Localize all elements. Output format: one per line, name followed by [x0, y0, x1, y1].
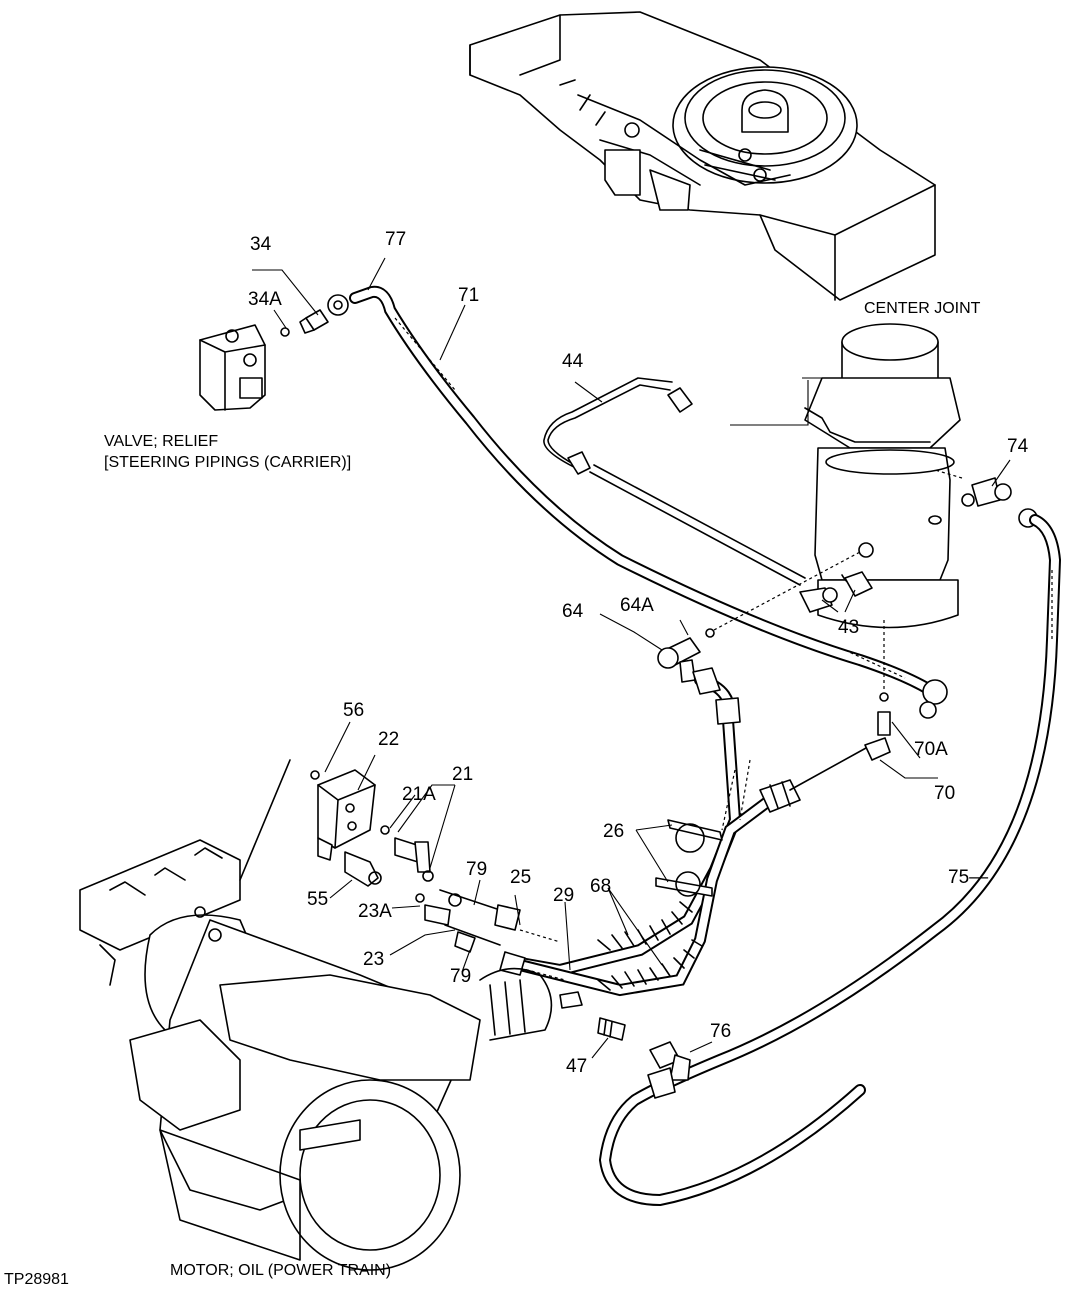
leader-44-center-joint [730, 377, 830, 426]
hose-guard-68 [519, 759, 751, 991]
callout-75: 75— [948, 867, 989, 888]
callout-74: 74 [1007, 436, 1029, 457]
plug-55 [344, 851, 379, 887]
callout-77: 77 [385, 229, 407, 250]
callout-34A: 34A [248, 289, 282, 310]
callout-79-lower: 79 [450, 966, 472, 987]
oil-motor [79, 759, 553, 1271]
callout-23A: 23A [358, 901, 392, 922]
callout-44: 44 [562, 351, 584, 372]
callout-76: 76 [710, 1021, 732, 1042]
callout-68: 68 [590, 876, 612, 897]
fitting-47 [597, 1017, 626, 1041]
relief-valve [199, 294, 349, 411]
hose-71-armor [394, 317, 456, 391]
figure-id: TP28981 [4, 1271, 69, 1288]
callout-79-upper: 79 [466, 859, 488, 880]
callout-71: 71 [458, 285, 480, 306]
callout-25: 25 [510, 867, 532, 888]
fitting-76 [647, 1041, 691, 1099]
callout-21A: 21A [402, 784, 436, 805]
callout-70A: 70A [914, 739, 948, 760]
port-centerline [934, 469, 963, 479]
callout-34: 34 [250, 234, 272, 255]
tee-70 [864, 737, 891, 761]
hose-75 [598, 514, 1062, 1207]
fitting-64 [657, 628, 715, 683]
callout-43: 43 [838, 617, 860, 638]
callout-64A: 64A [620, 595, 654, 616]
callout-26: 26 [603, 821, 625, 842]
label-center-joint: CENTER JOINT [864, 300, 981, 317]
hose-71-fitting [922, 679, 948, 705]
callout-55: 55 [307, 889, 329, 910]
tube-79 [439, 889, 501, 946]
callout-23: 23 [363, 949, 385, 970]
line-70 [789, 747, 867, 791]
fitting-21 [380, 825, 434, 882]
fitting-23 [415, 893, 462, 926]
callout-29: 29 [553, 885, 575, 906]
callout-22: 22 [378, 729, 400, 750]
callout-21: 21 [452, 764, 474, 785]
label-relief-valve-line1: VALVE; RELIEF [104, 433, 219, 450]
callout-56: 56 [343, 700, 365, 721]
callout-leaders [252, 257, 1011, 1059]
callout-47: 47 [566, 1056, 588, 1077]
pipe-44 [547, 384, 671, 466]
block-22 [310, 769, 376, 861]
pipe-44-lower [589, 471, 801, 586]
callout-70: 70 [934, 783, 956, 804]
label-relief-valve-line2: [STEERING PIPINGS (CARRIER)] [104, 454, 352, 471]
label-motor: MOTOR; OIL (POWER TRAIN) [170, 1262, 392, 1279]
callout-64: 64 [562, 601, 584, 622]
fitting-74 [961, 477, 1038, 528]
upper-frame-assembly [469, 11, 936, 301]
center-joint [804, 323, 961, 629]
